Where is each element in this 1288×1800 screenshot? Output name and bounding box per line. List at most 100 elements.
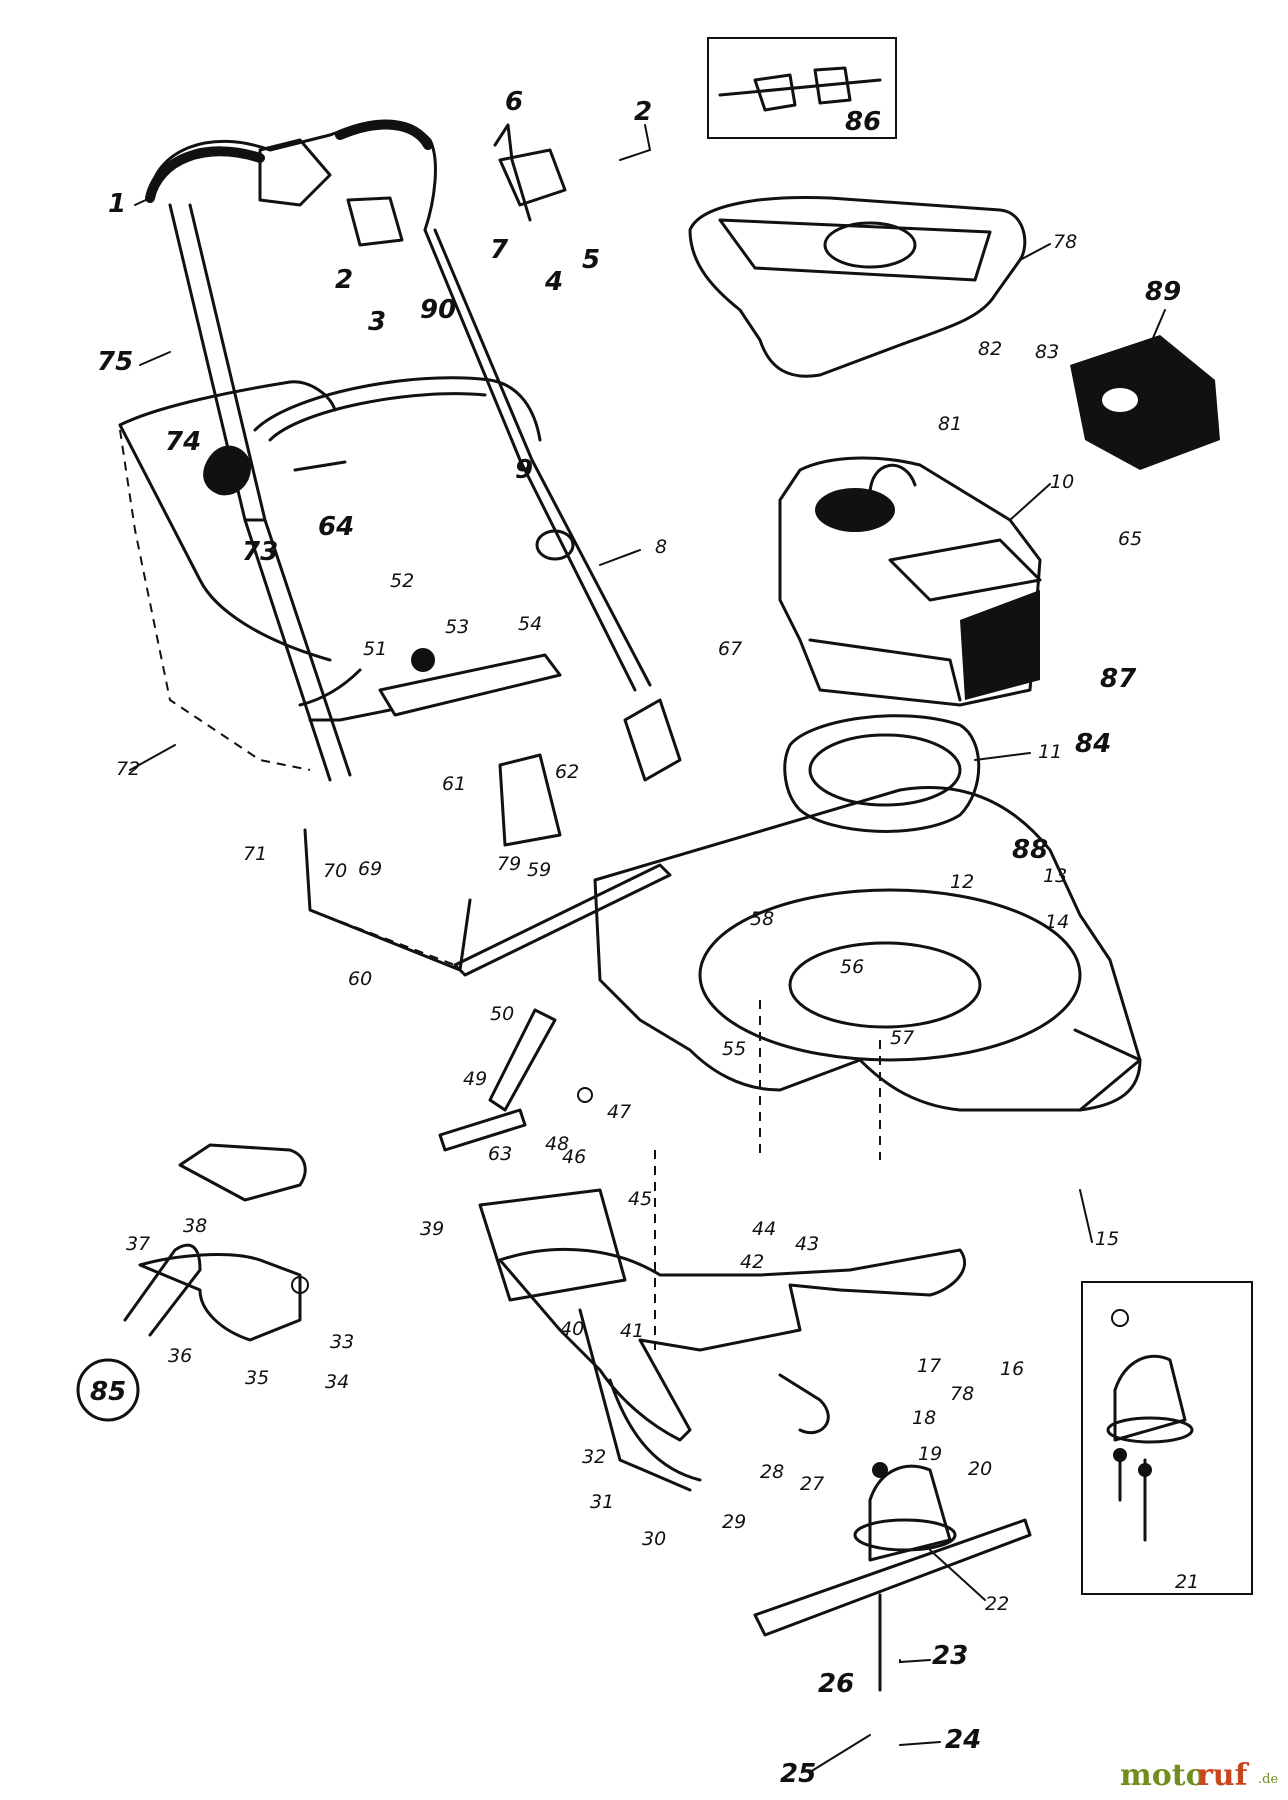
- callout-label-67: 67: [718, 638, 742, 660]
- callout-label-4: 4: [544, 267, 563, 297]
- callout-label-17: 17: [917, 1355, 941, 1377]
- callout-label-30: 30: [642, 1528, 666, 1550]
- callout-label-33: 33: [330, 1331, 354, 1353]
- callout-85-circle: [76, 1358, 140, 1422]
- watermark-text-part1: moto: [1120, 1758, 1206, 1793]
- callout-label-14: 14: [1045, 911, 1069, 933]
- callout-label-22: 22: [985, 1593, 1009, 1615]
- callout-label-8: 8: [655, 536, 667, 558]
- callout-label-40: 40: [560, 1318, 584, 1340]
- callout-label-27: 27: [800, 1473, 824, 1495]
- callout-label-24: 24: [945, 1725, 981, 1755]
- callout-label-82: 82: [978, 338, 1002, 360]
- callout-label-42: 42: [740, 1251, 764, 1273]
- callout-label-25: 25: [780, 1759, 816, 1789]
- watermark-suffix: .de: [1258, 1772, 1278, 1787]
- callout-label-79: 79: [497, 853, 521, 875]
- callout-label-46: 46: [562, 1146, 586, 1168]
- callout-label-29: 29: [722, 1511, 746, 1533]
- callout-label-90: 90: [420, 295, 456, 325]
- inset-21-drawing: [1081, 1281, 1253, 1595]
- callout-label-11: 11: [1038, 741, 1062, 763]
- callout-label-43: 43: [795, 1233, 819, 1255]
- callout-label-88: 88: [1012, 835, 1048, 865]
- callout-label-23: 23: [932, 1641, 968, 1671]
- callout-label-13: 13: [1043, 865, 1067, 887]
- callout-label-53: 53: [445, 616, 469, 638]
- callout-label-78: 78: [950, 1383, 974, 1405]
- callout-label-60: 60: [348, 968, 372, 990]
- callout-label-6: 6: [505, 87, 523, 117]
- callout-label-38: 38: [183, 1215, 207, 1237]
- callout-label-16: 16: [1000, 1358, 1024, 1380]
- callout-label-59: 59: [527, 859, 551, 881]
- engine-cover-drawing: [688, 196, 1027, 378]
- callout-label-86: 86: [845, 107, 881, 137]
- callout-labels: 1 2 2 3 4 5 6 7 8 9 10 11 12 13 14 15 16…: [90, 87, 1199, 1789]
- callout-label-65: 65: [1118, 528, 1142, 550]
- mulching-plug-drawing: [123, 1143, 309, 1342]
- callout-label-45: 45: [628, 1188, 652, 1210]
- callout-label-26: 26: [818, 1669, 854, 1699]
- callout-label-48: 48: [545, 1133, 569, 1155]
- callout-label-78: 78: [1053, 231, 1077, 253]
- callout-label-35: 35: [245, 1367, 269, 1389]
- callout-label-57: 57: [890, 1027, 914, 1049]
- inset-86-drawing: [707, 37, 897, 139]
- callout-label-2: 2: [634, 97, 652, 127]
- callout-label-51: 51: [363, 638, 387, 660]
- callout-label-49: 49: [463, 1068, 487, 1090]
- callout-label-21: 21: [1175, 1571, 1199, 1593]
- callout-label-69: 69: [358, 858, 382, 880]
- callout-label-58: 58: [750, 908, 774, 930]
- callout-label-5: 5: [582, 245, 600, 275]
- engine-drawing: [778, 456, 1042, 707]
- callout-label-70: 70: [323, 860, 347, 882]
- callout-label-20: 20: [968, 1458, 992, 1480]
- callout-label-83: 83: [1035, 341, 1059, 363]
- watermark-text-part2: ruf: [1197, 1758, 1250, 1793]
- callout-label-1: 1: [108, 189, 126, 219]
- height-adjuster-drawing: [378, 648, 682, 847]
- callout-label-10: 10: [1050, 471, 1074, 493]
- callout-label-36: 36: [168, 1345, 192, 1367]
- callout-label-41: 41: [620, 1320, 644, 1342]
- watermark-logo: moto ruf .de: [1120, 1758, 1278, 1793]
- mower-deck-drawing: [593, 786, 1142, 1350]
- callout-label-85: 85: [90, 1377, 126, 1407]
- callout-label-89: 89: [1145, 277, 1181, 307]
- leader-lines: [129, 124, 1166, 1773]
- callout-label-19: 19: [918, 1443, 942, 1465]
- blade-assembly-drawing: [753, 1462, 1032, 1692]
- callout-label-52: 52: [390, 570, 414, 592]
- callout-label-47: 47: [607, 1101, 631, 1123]
- callout-label-3: 3: [368, 307, 386, 337]
- air-filter-drawing: [1070, 335, 1220, 470]
- callout-label-50: 50: [490, 1003, 514, 1025]
- callout-label-61: 61: [442, 773, 466, 795]
- callout-label-54: 54: [518, 613, 542, 635]
- callout-label-32: 32: [582, 1446, 606, 1468]
- callout-label-34: 34: [325, 1371, 349, 1393]
- callout-label-31: 31: [590, 1491, 614, 1513]
- callout-label-55: 55: [722, 1038, 746, 1060]
- callout-label-37: 37: [126, 1233, 150, 1255]
- callout-label-56: 56: [840, 956, 864, 978]
- callout-label-15: 15: [1095, 1228, 1119, 1250]
- callout-label-64: 64: [318, 512, 354, 542]
- callout-label-72: 72: [116, 758, 140, 780]
- grass-catcher-drawing: [118, 380, 392, 771]
- callout-label-84: 84: [1075, 729, 1111, 759]
- callout-label-87: 87: [1100, 664, 1137, 694]
- callout-label-39: 39: [420, 1218, 444, 1240]
- callout-label-28: 28: [760, 1461, 784, 1483]
- callout-label-74: 74: [165, 427, 201, 457]
- callout-label-63: 63: [488, 1143, 512, 1165]
- handle-assembly-drawing: [145, 119, 652, 782]
- callout-label-2: 2: [335, 265, 353, 295]
- callout-label-73: 73: [242, 537, 278, 567]
- callout-label-18: 18: [912, 1407, 936, 1429]
- callout-label-81: 81: [938, 413, 962, 435]
- rear-axle-drawing: [303, 828, 672, 977]
